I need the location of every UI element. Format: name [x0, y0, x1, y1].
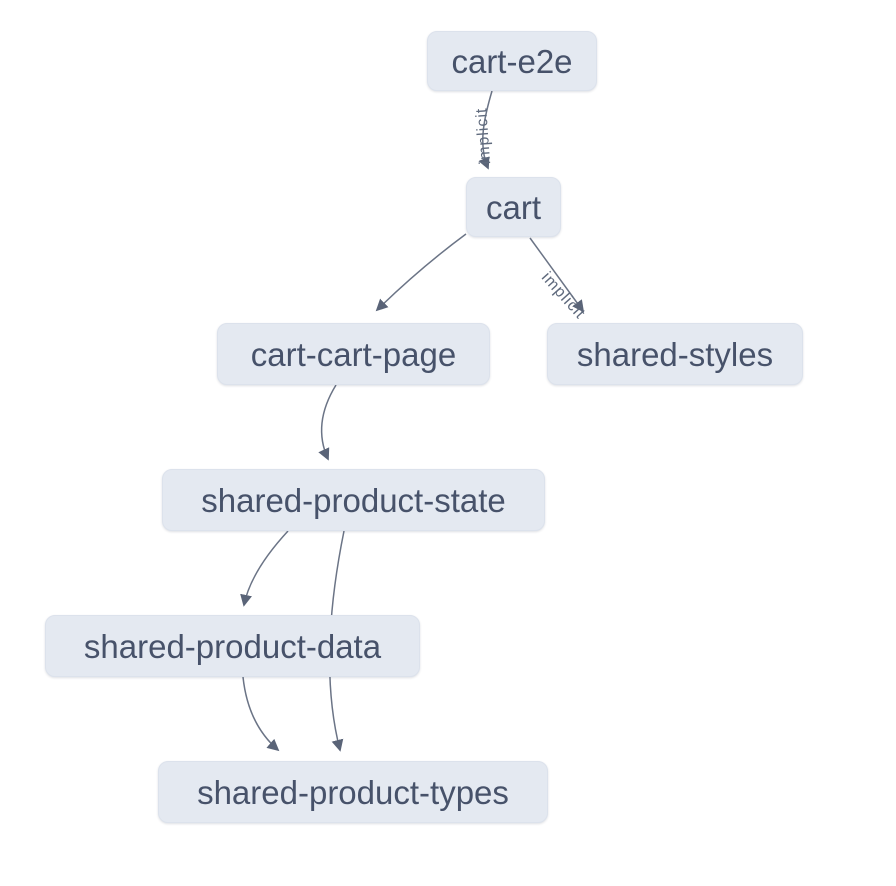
- node-label: cart-e2e: [451, 42, 573, 80]
- node-label: cart: [485, 188, 541, 226]
- node-label: shared-product-data: [83, 627, 382, 665]
- node-shared-styles[interactable]: shared-styles: [547, 323, 803, 385]
- node-cart-e2e[interactable]: cart-e2e: [427, 31, 597, 91]
- edge-shared-product-state-to-shared-product-data: [240, 530, 289, 607]
- node-shared-product-types[interactable]: shared-product-types: [158, 761, 548, 823]
- edge-label-implicit-cart-e2e: implicit: [473, 107, 494, 165]
- node-shared-product-data[interactable]: shared-product-data: [45, 615, 420, 677]
- edge-cart-to-cart-cart-page: [375, 233, 467, 312]
- edge-cart-to-shared-styles: [529, 237, 585, 313]
- edge-label-implicit-shared-styles: implicit: [538, 269, 589, 323]
- node-label: shared-product-state: [201, 481, 506, 519]
- node-shared-product-state[interactable]: shared-product-state: [162, 469, 545, 531]
- node-label: shared-styles: [576, 335, 774, 373]
- node-label: cart-cart-page: [250, 335, 457, 373]
- edge-shared-product-data-to-shared-product-types: [242, 676, 280, 752]
- node-label: shared-product-types: [197, 773, 509, 811]
- node-cart-cart-page[interactable]: cart-cart-page: [217, 323, 490, 385]
- node-cart[interactable]: cart: [466, 177, 561, 237]
- edge-cart-cart-page-to-shared-product-state: [318, 384, 337, 461]
- edge-cart-e2e-to-cart: [478, 90, 493, 170]
